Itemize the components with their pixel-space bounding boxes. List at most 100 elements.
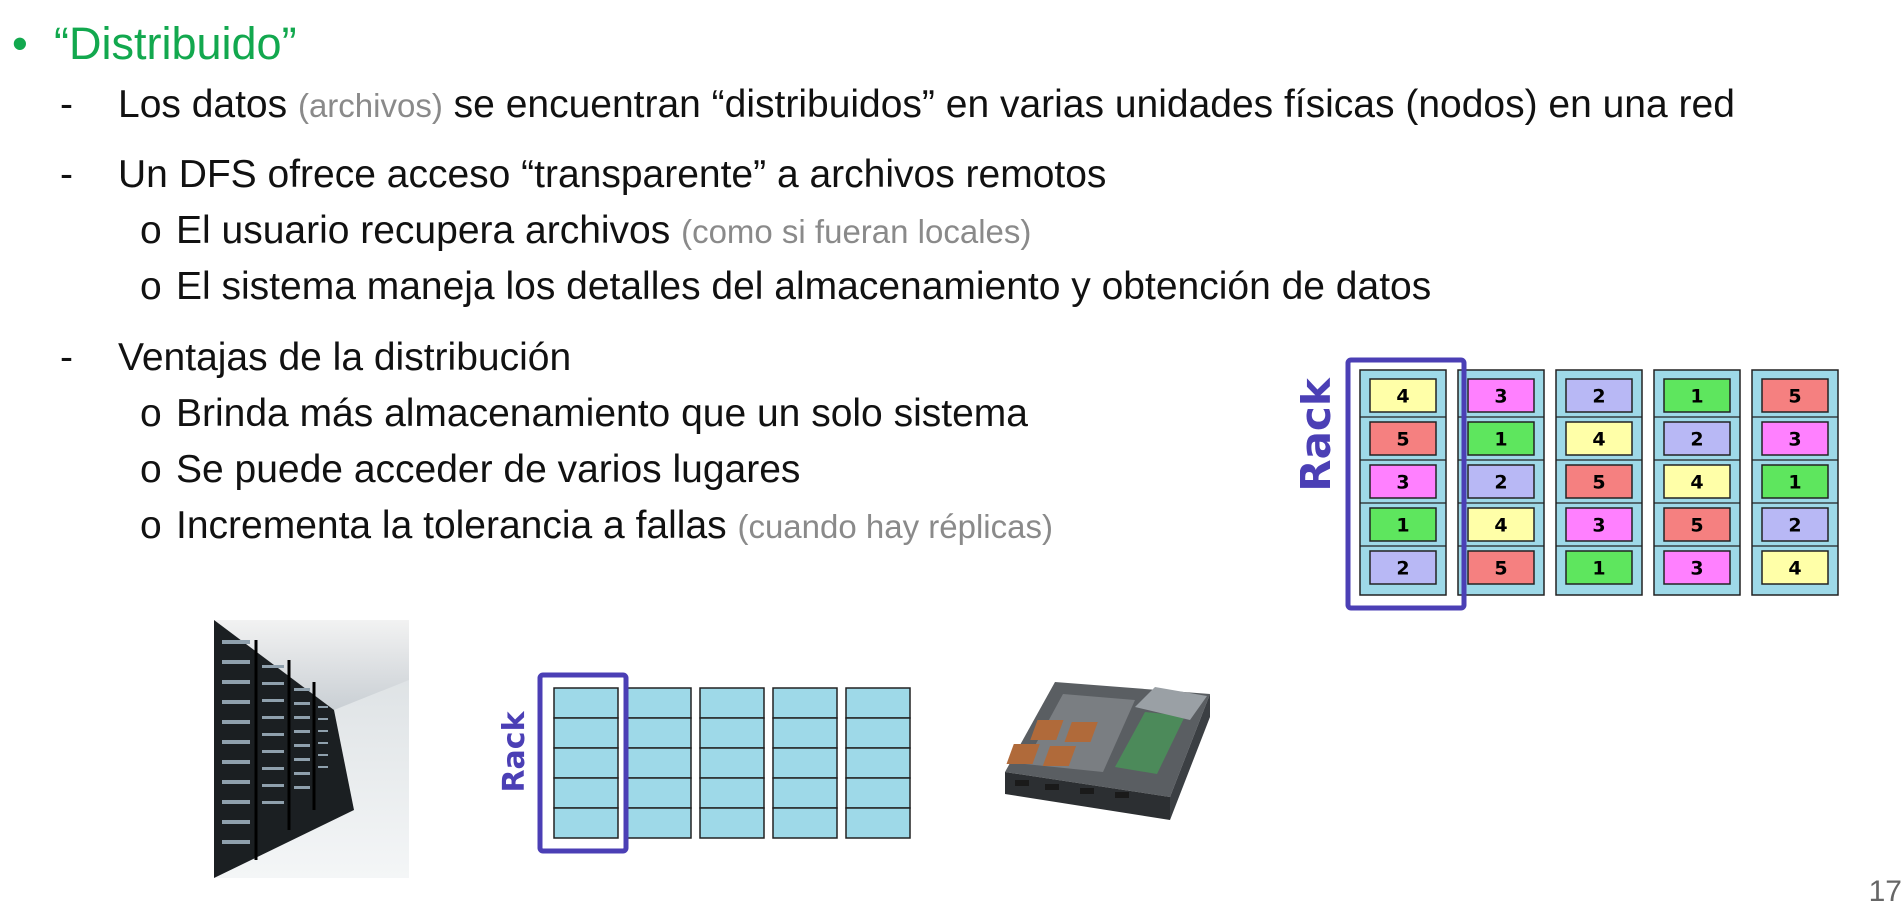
small-rack-slot <box>553 717 619 749</box>
server-photo <box>985 672 1215 842</box>
datacenter-photo <box>214 620 409 878</box>
block-number: 3 <box>1788 429 1801 451</box>
small-rack-slot <box>845 807 911 839</box>
sub-bullet-text: El usuario recupera archivos <box>176 209 682 252</box>
data-block <box>1663 507 1731 542</box>
block-number: 5 <box>1494 558 1507 580</box>
small-rack-slot <box>626 747 692 779</box>
data-block <box>1565 550 1633 585</box>
sub-bullet-text: Incrementa la tolerancia a fallas <box>176 504 738 547</box>
data-block <box>1369 550 1437 585</box>
data-block <box>1467 378 1535 413</box>
small-rack-diagram: Rack <box>497 670 920 855</box>
data-block <box>1761 378 1829 413</box>
small-rack-slot <box>553 807 619 839</box>
circle-marker: o <box>140 504 162 547</box>
gray-note: (archivos) <box>297 87 443 124</box>
block-number: 3 <box>1396 472 1409 494</box>
block-number: 1 <box>1788 472 1801 494</box>
small-rack-slot <box>626 717 692 749</box>
data-block <box>1663 421 1731 456</box>
bullet-text: Los datos (archivos) se encuentran “dist… <box>118 83 1735 126</box>
block-number: 2 <box>1592 386 1605 408</box>
title-text: “Distribuido” <box>54 18 297 69</box>
small-rack-slot <box>772 777 838 809</box>
small-rack-slot <box>553 687 619 719</box>
circle-marker: o <box>140 265 162 308</box>
data-block <box>1467 550 1535 585</box>
small-rack-slot <box>699 717 765 749</box>
sub-bullet-text: Se puede acceder de varios lugares <box>176 448 801 491</box>
bullet-text: Ventajas de la distribución <box>118 336 572 379</box>
data-block <box>1369 507 1437 542</box>
dash-marker: - <box>60 83 73 126</box>
small-rack-svg: Rack <box>497 672 911 854</box>
data-block <box>1369 378 1437 413</box>
sub-bullet-item: o El usuario recupera archivos (como si f… <box>140 206 1031 257</box>
small-rack-slot <box>772 717 838 749</box>
data-block <box>1467 464 1535 499</box>
small-rack-slot <box>699 687 765 719</box>
dash-marker: - <box>60 153 73 196</box>
gray-note: (como si fueran locales) <box>681 213 1032 250</box>
small-rack-slot <box>845 777 911 809</box>
data-block <box>1663 550 1731 585</box>
small-rack-highlight <box>537 672 629 854</box>
data-block <box>1663 378 1731 413</box>
bullet-text: Un DFS ofrece acceso “transparente” a ar… <box>118 153 1107 196</box>
block-number: 5 <box>1690 515 1703 537</box>
sub-bullet-text: Brinda más almacenamiento que un solo si… <box>176 392 1028 435</box>
small-rack-slot <box>626 687 692 719</box>
small-rack-slot <box>772 807 838 839</box>
server-chassis-image <box>1005 682 1210 820</box>
small-rack-slot <box>699 807 765 839</box>
data-block <box>1565 464 1633 499</box>
block-number: 2 <box>1788 515 1801 537</box>
block-number: 4 <box>1396 386 1409 408</box>
block-number: 2 <box>1494 472 1507 494</box>
block-number: 5 <box>1592 472 1605 494</box>
block-number: 3 <box>1494 386 1507 408</box>
block-number: 3 <box>1690 558 1703 580</box>
bullet-item: - Los datos (archivos) se encuentran “di… <box>60 80 1735 131</box>
data-block <box>1467 421 1535 456</box>
data-block <box>1565 378 1633 413</box>
bullet-item: - Ventajas de la distribución <box>60 333 571 383</box>
small-rack-slot <box>845 747 911 779</box>
block-number: 1 <box>1494 429 1507 451</box>
small-rack-slot <box>626 777 692 809</box>
data-block <box>1663 464 1731 499</box>
small-rack-label: Rack <box>500 710 532 792</box>
sub-bullet-item: o Incrementa la tolerancia a fallas (cuan… <box>140 501 1053 552</box>
small-rack-slot <box>845 687 911 719</box>
data-block <box>1369 421 1437 456</box>
data-block <box>1761 464 1829 499</box>
data-block <box>1761 550 1829 585</box>
block-number: 4 <box>1592 429 1605 451</box>
rack-label: Rack <box>1300 377 1340 492</box>
data-block <box>1761 421 1829 456</box>
small-rack-slot <box>553 747 619 779</box>
gray-note: (cuando hay réplicas) <box>737 508 1053 545</box>
small-rack-slot <box>772 747 838 779</box>
block-number: 2 <box>1396 558 1409 580</box>
block-number: 1 <box>1690 386 1703 408</box>
server-racks-image <box>214 620 409 878</box>
small-rack-slot <box>626 807 692 839</box>
bullet-item: - Un DFS ofrece acceso “transparente” a … <box>60 150 1106 200</box>
data-block <box>1565 421 1633 456</box>
circle-marker: o <box>140 209 162 252</box>
bullet-icon: • <box>12 18 28 69</box>
small-rack-slot <box>699 747 765 779</box>
data-block <box>1761 507 1829 542</box>
data-block <box>1467 507 1535 542</box>
block-number: 1 <box>1592 558 1605 580</box>
block-number: 4 <box>1690 472 1703 494</box>
block-number: 5 <box>1396 429 1409 451</box>
block-number: 5 <box>1788 386 1801 408</box>
small-rack-slot <box>845 717 911 749</box>
